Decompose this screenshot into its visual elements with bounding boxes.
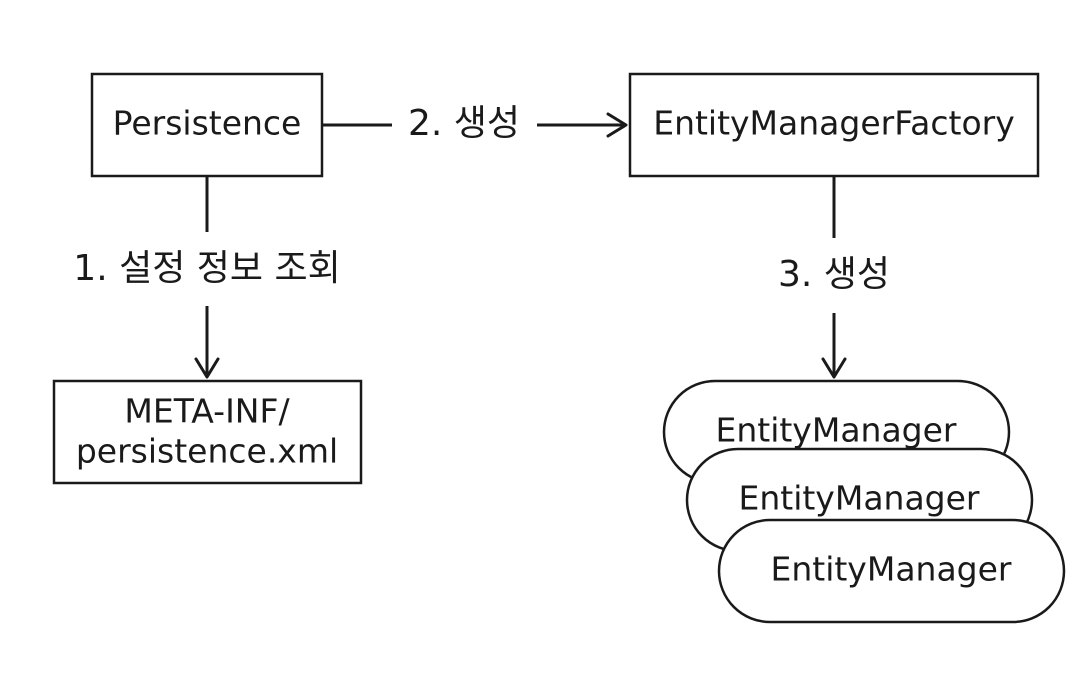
entity-manager-factory-node: EntityManagerFactory [628,72,1040,178]
meta-inf-box [52,379,363,485]
entity-manager-pill-3 [717,518,1066,624]
edge-create-emf-arrowhead [606,112,628,138]
persistence-node: Persistence [90,72,324,178]
meta-inf-line2: persistence.xml [76,432,338,471]
entity-manager-factory-box [628,72,1040,178]
entity-manager-label-3: EntityManager [771,550,1012,589]
entity-manager-factory-label: EntityManagerFactory [653,104,1015,143]
entity-manager-node-3: EntityManager [717,518,1066,624]
edge-lookup-config: 1. 설정 정보 조회 [73,176,341,379]
entity-manager-stack: EntityManager EntityManager EntityManage… [662,379,1066,624]
edge-create-emf-label: 2. 생성 [408,103,520,144]
persistence-label: Persistence [113,104,302,143]
edge-create-emf: 2. 생성 [322,103,628,144]
edge-lookup-config-label: 1. 설정 정보 조회 [73,248,340,289]
edge-create-em-label: 3. 생성 [778,254,890,295]
edge-lookup-config-arrowhead [194,357,220,379]
edge-create-em-arrowhead [821,357,847,379]
meta-inf-node: META-INF/ persistence.xml [52,379,363,485]
meta-inf-line1: META-INF/ [124,392,290,431]
entity-manager-label-1: EntityManager [716,411,957,450]
edge-create-em: 3. 생성 [778,176,890,379]
persistence-box [90,72,324,178]
entity-manager-label-2: EntityManager [739,479,980,518]
